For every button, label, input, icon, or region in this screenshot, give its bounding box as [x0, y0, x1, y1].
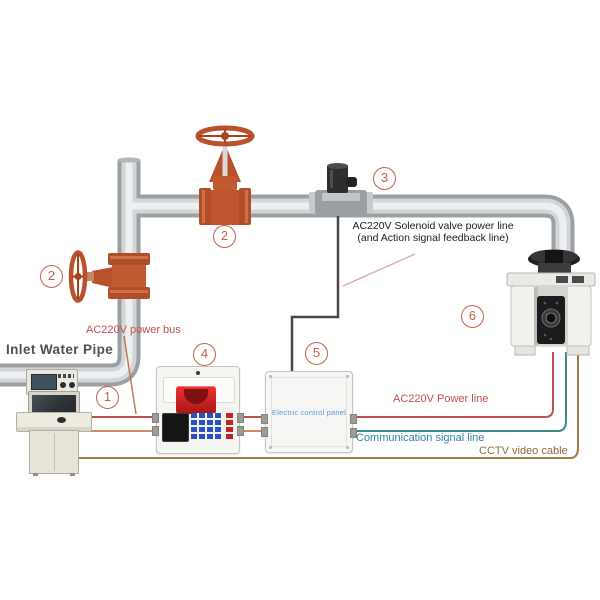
console-screen [32, 395, 76, 417]
wire-terminal [152, 426, 159, 436]
gate-valve-vertical [68, 250, 150, 303]
console-small-display [31, 374, 57, 390]
wire-terminal [261, 414, 268, 424]
wire-terminal [350, 414, 357, 424]
marker-4-controller: 4 [193, 343, 216, 366]
power-bus-label: AC220V power bus [86, 324, 181, 336]
solenoid-valve [309, 163, 373, 215]
marker-3-solenoid: 3 [373, 167, 396, 190]
console-knob[interactable] [60, 382, 66, 388]
gate-valve-horizontal [195, 125, 255, 225]
camera-lens [545, 312, 557, 324]
inlet-water-pipe-label: Inlet Water Pipe [6, 342, 114, 357]
console-indicator-lights [58, 374, 74, 378]
solenoid-wire-label-line1: AC220V Solenoid valve power line [352, 220, 514, 232]
panel-door[interactable] [271, 377, 347, 447]
electric-control-panel: Electric control panel [261, 371, 357, 453]
marker-5-panel: 5 [305, 342, 328, 365]
marker-6-camera-unit: 6 [461, 305, 484, 328]
mouse[interactable] [57, 417, 66, 423]
cables [73, 216, 579, 459]
control-console [16, 366, 92, 476]
marker-1-console: 1 [96, 386, 119, 409]
card-reader-slot[interactable] [176, 386, 216, 414]
wire-terminal [152, 413, 159, 423]
wire-terminal [237, 413, 244, 423]
cabinet-foot [70, 473, 75, 476]
solenoid-valve-wire [290, 216, 340, 372]
camera-meter-unit [506, 249, 596, 356]
ic-card-controller [152, 366, 244, 454]
wire-terminal [261, 427, 268, 437]
ac220v-power-line-wire [78, 352, 554, 418]
controller-indicator [196, 371, 200, 375]
marker-2-top-valve: 2 [213, 225, 236, 248]
cabinet-foot [33, 473, 38, 476]
solenoid-wire-label: AC220V Solenoid valve power line (and Ac… [350, 220, 516, 244]
card-slot-opening [184, 389, 208, 404]
marker-2-left-valve: 2 [40, 265, 63, 288]
solenoid-wire-label-line2: (and Action signal feedback line) [357, 232, 509, 245]
water-pipes [0, 157, 575, 387]
cctv-cable-label: CCTV video cable [479, 445, 568, 457]
power-bus-pointer-line [123, 335, 137, 415]
controller-function-keys[interactable] [226, 413, 233, 440]
pipe-stub-end [117, 157, 141, 163]
wire-terminal [237, 426, 244, 436]
console-cabinet [29, 430, 79, 476]
cabinet-door-seam [54, 433, 55, 471]
power-line-label: AC220V Power line [393, 393, 489, 405]
console-desk [16, 412, 92, 432]
cctv-video-cable-wire [73, 352, 579, 459]
panel-label: Electric control panel [271, 408, 347, 417]
console-knob[interactable] [69, 382, 75, 388]
communication-signal-wire [350, 352, 567, 432]
wire-terminal [350, 428, 357, 438]
controller-display [162, 413, 189, 442]
controller-keypad[interactable] [191, 413, 223, 440]
comm-line-label: Communication signal line [356, 432, 485, 444]
solenoid-label-pointer-line [342, 253, 416, 287]
